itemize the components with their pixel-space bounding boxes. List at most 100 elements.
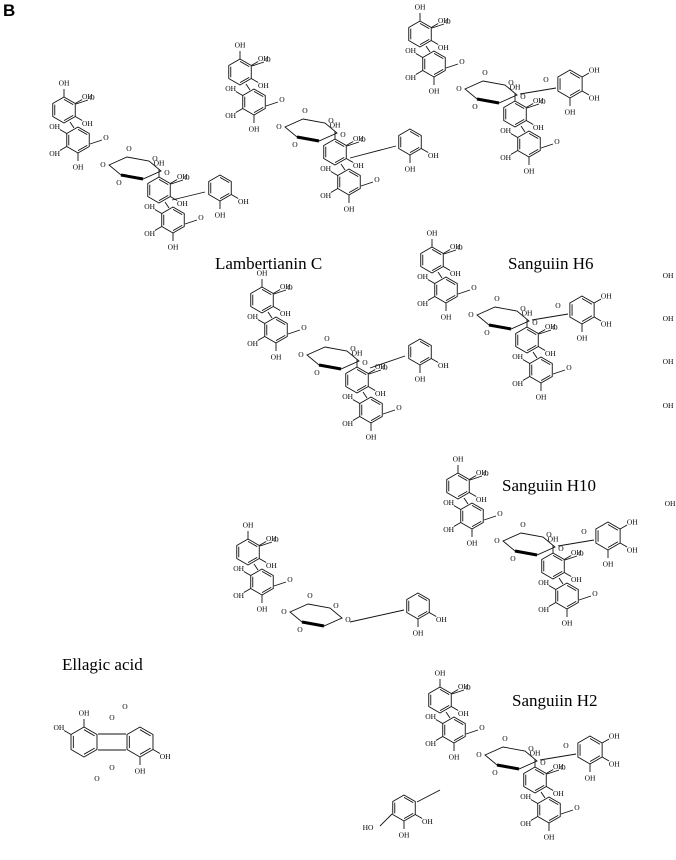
bond (239, 76, 250, 84)
hydroxyl-label: OH (663, 271, 674, 280)
aromatic-ring (577, 735, 603, 765)
aromatic-ring (398, 128, 422, 156)
bond (546, 769, 554, 774)
oxygen-label: O (578, 549, 584, 558)
oxygen-label: O (279, 95, 285, 104)
hydroxyl-label: OH (450, 269, 461, 278)
hydroxyl-label: OH (375, 362, 386, 371)
bond (318, 363, 342, 371)
compound-name-lambertianin-c: Lambertianin C (215, 254, 322, 273)
hydroxyl-label: OH (438, 43, 449, 52)
hydroxyl-label: OH (342, 392, 353, 401)
ester-oxygen-label: O (532, 318, 538, 327)
hydroxyl-label: OH (233, 564, 244, 573)
bond (59, 146, 67, 151)
hydroxyl-label: OH (553, 789, 564, 798)
bond (548, 585, 556, 590)
hydroxyl-label: OH (225, 84, 236, 93)
hydroxyl-label: OH (476, 495, 487, 504)
bond (564, 555, 572, 560)
hydroxyl-label: OH (235, 41, 246, 50)
bond (89, 139, 103, 145)
hydroxyl-label: OH (512, 352, 523, 361)
aromatic-ring (537, 796, 561, 824)
bond (463, 497, 469, 505)
bond (548, 798, 559, 806)
hydroxyl-label: OH (603, 560, 614, 569)
hydroxyl-label: OH (458, 709, 469, 718)
ester-oxygen-label: O (324, 334, 330, 343)
ester-oxygen-label: O (345, 615, 351, 624)
hydroxyl-label: OH (663, 314, 674, 323)
aromatic-ring (323, 138, 347, 166)
ester-oxygen-label: O (362, 358, 368, 367)
bond (352, 416, 360, 421)
bond (75, 99, 89, 105)
hydroxyl-label: OH (413, 629, 424, 638)
oxygen-label: O (396, 403, 402, 412)
bond (427, 279, 435, 284)
bond (409, 146, 420, 154)
hydroxyl-label: OH (330, 121, 341, 130)
bond (219, 192, 230, 200)
bond (619, 524, 628, 530)
bond (152, 749, 161, 754)
bond (243, 588, 251, 593)
bond (75, 116, 83, 121)
hydroxyl-label: OH (154, 159, 165, 168)
hydroxyl-label: OH (449, 753, 460, 762)
bond (346, 141, 360, 147)
bond (348, 170, 359, 178)
oxygen-label: O (287, 575, 293, 584)
hydroxyl-label: OH (453, 455, 464, 464)
oxygen-label: O (471, 283, 477, 292)
aromatic-ring (408, 338, 432, 366)
bond (261, 586, 272, 594)
ring-oxygen-label: O (333, 601, 339, 610)
aromatic-ring (250, 568, 274, 596)
ester-oxygen-label: O (476, 750, 482, 759)
bond (483, 515, 497, 521)
aromatic-ring (345, 366, 369, 394)
bond (369, 355, 406, 369)
bond (416, 789, 441, 803)
bond (532, 351, 538, 359)
bond (538, 329, 546, 334)
hydroxyl-label: OH (177, 172, 188, 181)
hydroxyl-label: OH (601, 292, 612, 301)
bond (451, 689, 459, 694)
ester-oxygen-label: O (502, 734, 508, 743)
bond (427, 296, 435, 301)
hydroxyl-label: OH (73, 163, 84, 172)
oxygen-label: O (540, 97, 546, 106)
hydroxyl-label: OH (438, 361, 449, 370)
bond (431, 23, 445, 29)
bond (172, 208, 183, 216)
hydroxyl-label: OH (257, 269, 268, 278)
hydroxyl-label: OH (247, 339, 258, 348)
oxygen-label: O (459, 57, 465, 66)
bond (589, 738, 601, 745)
hydroxyl-label: OH (436, 615, 447, 624)
hydroxyl-label: OH (144, 229, 155, 238)
bond (619, 542, 628, 548)
hydroxyl-label: OH (257, 605, 268, 614)
hydroxyl-label: OH (428, 151, 439, 160)
bond (526, 328, 537, 336)
oxygen-label: O (360, 135, 366, 144)
carbonyl-oxygen-label: O (555, 301, 561, 310)
bond (526, 103, 534, 108)
bond (510, 133, 518, 138)
bond (439, 704, 450, 712)
lactone-oxygen-label: O (109, 713, 115, 722)
bond (77, 128, 88, 136)
ester-oxygen-label: O (472, 102, 478, 111)
aromatic-ring (70, 726, 98, 758)
hydroxyl-label: OH (565, 108, 576, 117)
bond (435, 719, 443, 724)
bond (415, 814, 423, 819)
ring-oxygen-label: O (528, 744, 534, 753)
bond (362, 391, 368, 399)
bond (451, 689, 465, 695)
hydroxyl-label: OH (342, 419, 353, 428)
